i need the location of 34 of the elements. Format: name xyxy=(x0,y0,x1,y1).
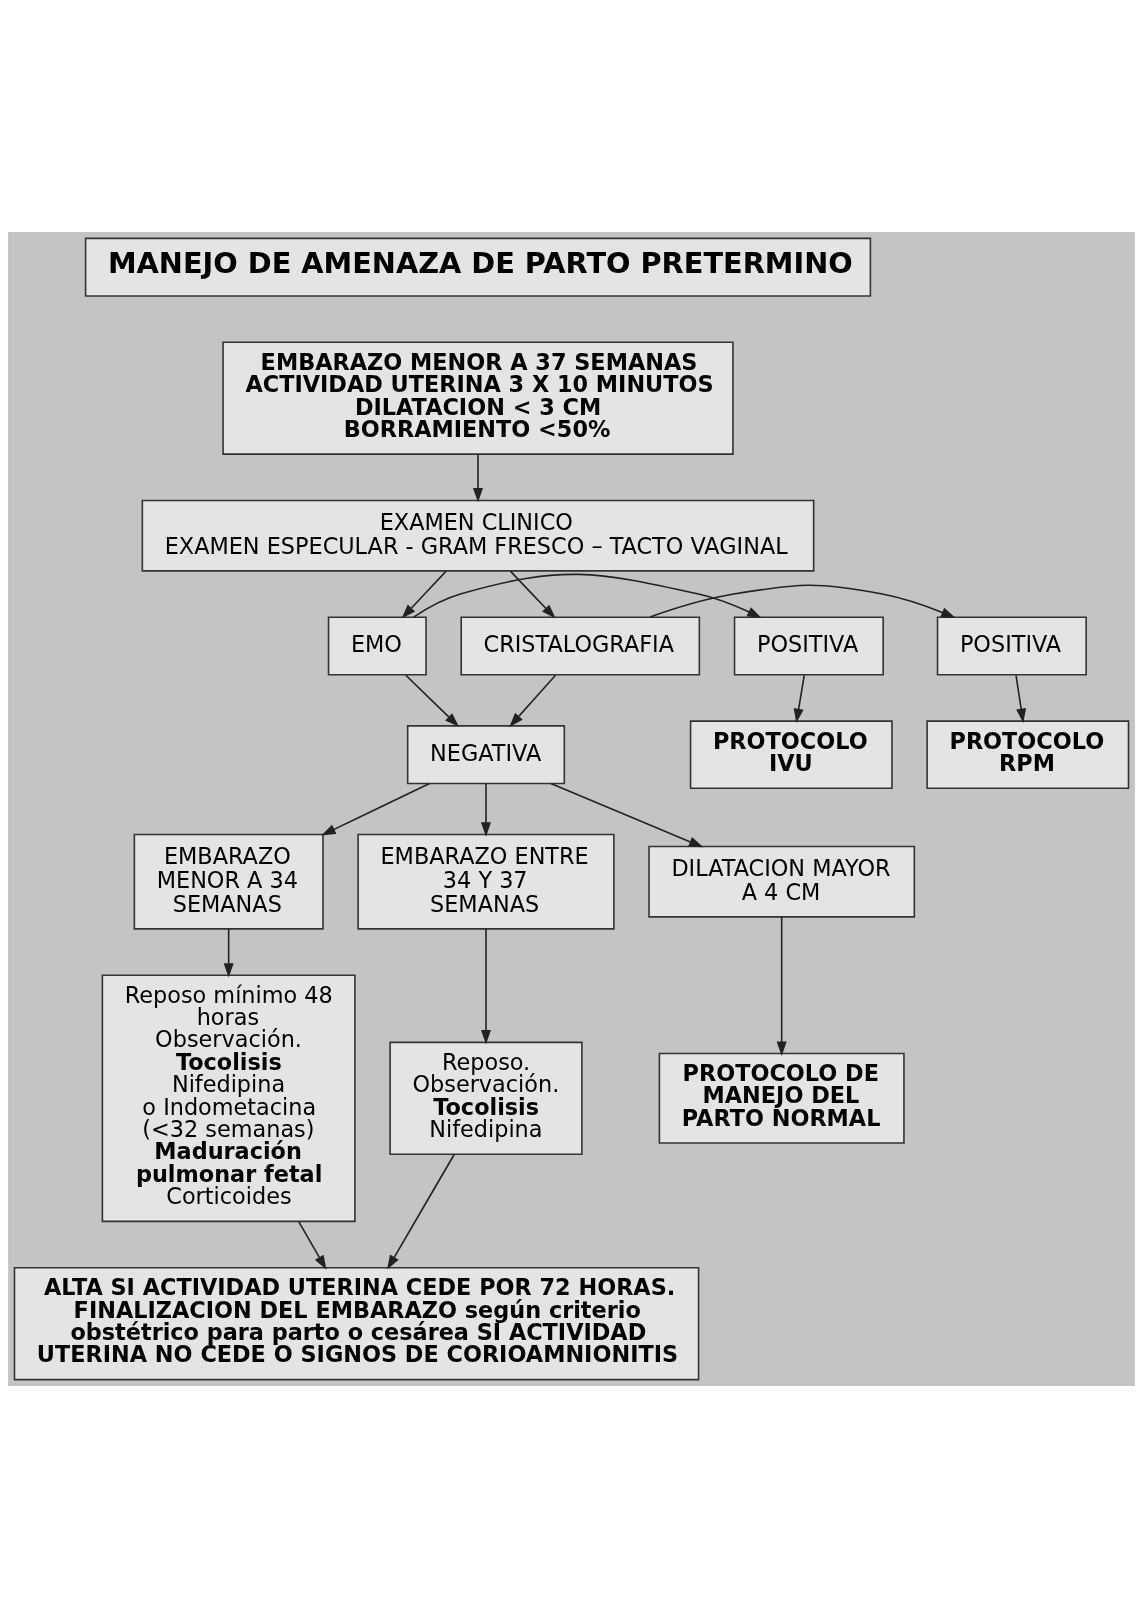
node-box: POSITIVA xyxy=(733,616,884,676)
arrow xyxy=(1015,674,1027,724)
arrow xyxy=(387,1153,456,1270)
arrow xyxy=(297,1220,327,1270)
node-box: EMBARAZO MENOR A 37 SEMANAS ACTIVIDAD UTERINA 3 X 10 MINUTOS DILATACION < 3 CM BORRAMIENTO <50% xyxy=(222,341,734,455)
node-box: Reposo. Observación. Tocolisis Nifedipina xyxy=(389,1041,583,1156)
arrow xyxy=(480,928,492,1045)
arrow xyxy=(321,782,431,836)
node-box: POSITIVA xyxy=(936,616,1087,676)
arrow xyxy=(223,928,234,978)
arrow xyxy=(472,453,484,503)
arrow xyxy=(401,570,447,619)
node-box: ALTA SI ACTIVIDAD UTERINA CEDE POR 72 HORAS. FINALIZACION DEL EMBARAZO según criterio obstétrico para parto o cesárea SI ACTIVIDAD UTERINA NO CEDE O SIGNOS DE CORIOAMNIONITIS xyxy=(13,1266,700,1381)
node-box: PROTOCOLO IVU xyxy=(689,720,893,789)
arrow xyxy=(649,584,956,618)
arrow xyxy=(509,570,556,619)
arrow xyxy=(793,674,806,724)
node-box: MANEJO DE AMENAZA DE PARTO PRETERMINO xyxy=(84,237,872,297)
node-box: EMBARAZO MENOR A 34 SEMANAS xyxy=(133,833,324,930)
node-box: PROTOCOLO RPM xyxy=(926,720,1130,789)
node-box: DILATACION MAYOR A 4 CM xyxy=(648,845,916,918)
node-box: NEGATIVA xyxy=(406,725,566,785)
node-box: EMBARAZO ENTRE 34 Y 37 SEMANAS xyxy=(357,833,615,930)
node-box: Reposo mínimo 48 horas Observación. Tocolisis Nifedipina o Indometacina (<32 semanas) Maduración pulmonar fetal Corticoides xyxy=(101,974,356,1223)
node-box: CRISTALOGRAFIA xyxy=(460,616,701,676)
arrow xyxy=(480,782,492,837)
node-box: EXAMEN CLINICO EXAMEN ESPECULAR - GRAM FRESCO – TACTO VAGINAL xyxy=(141,499,815,572)
arrow xyxy=(509,674,557,727)
arrow xyxy=(550,782,704,848)
arrow xyxy=(412,573,762,619)
arrow xyxy=(776,916,787,1056)
node-box: EMO xyxy=(327,616,427,676)
arrow xyxy=(405,674,459,727)
node-box: PROTOCOLO DE MANEJO DEL PARTO NORMAL xyxy=(658,1052,905,1144)
